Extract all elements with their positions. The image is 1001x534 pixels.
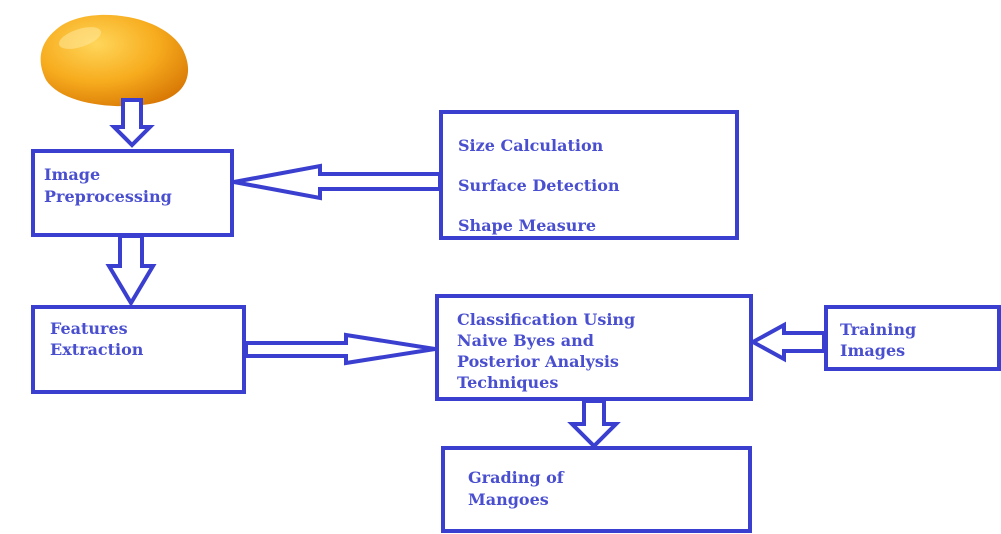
- label-line: Extraction: [50, 340, 144, 359]
- label-line: Posterior Analysis: [457, 352, 619, 371]
- label-line: Classification Using: [457, 310, 636, 329]
- arrow-mango-to-preprocessing: [109, 98, 155, 148]
- label-line: Surface Detection: [458, 176, 620, 195]
- mango-fruit-image: [40, 14, 189, 107]
- label-line: Mangoes: [468, 490, 549, 509]
- label-line: Size Calculation: [458, 136, 604, 155]
- label-line: Shape Measure: [458, 216, 596, 235]
- label-line: Training: [840, 320, 917, 339]
- arrow-classification-to-grading: [567, 399, 621, 449]
- label-line: Techniques: [457, 373, 559, 392]
- arrow-extraction-to-classification: [244, 332, 436, 366]
- arrow-preprocessing-to-extraction: [105, 234, 157, 307]
- box-grading: [441, 446, 752, 533]
- label-classification: Classification Using Naive Byes and Post…: [457, 309, 635, 393]
- arrow-measures-to-preprocessing: [233, 163, 442, 201]
- label-line: Grading of: [468, 468, 564, 487]
- label-line: Preprocessing: [44, 187, 172, 206]
- label-line: Image: [44, 165, 101, 184]
- arrow-training-to-classification: [748, 321, 826, 363]
- label-image-preprocessing: Image Preprocessing: [44, 164, 172, 208]
- label-grading: Grading of Mangoes: [468, 467, 564, 511]
- label-line: Images: [840, 341, 906, 360]
- mango-body: [40, 14, 189, 107]
- label-features-extraction: Features Extraction: [50, 318, 143, 360]
- box-features-extraction: [31, 305, 246, 394]
- mango-highlight: [58, 27, 102, 49]
- label-line: Naive Byes and: [457, 331, 594, 350]
- box-feature-measures: [439, 110, 739, 240]
- label-feature-measures: Size Calculation Surface Detection Shape…: [458, 126, 620, 246]
- label-line: Features: [50, 319, 128, 338]
- label-training-images: Training Images: [840, 319, 916, 361]
